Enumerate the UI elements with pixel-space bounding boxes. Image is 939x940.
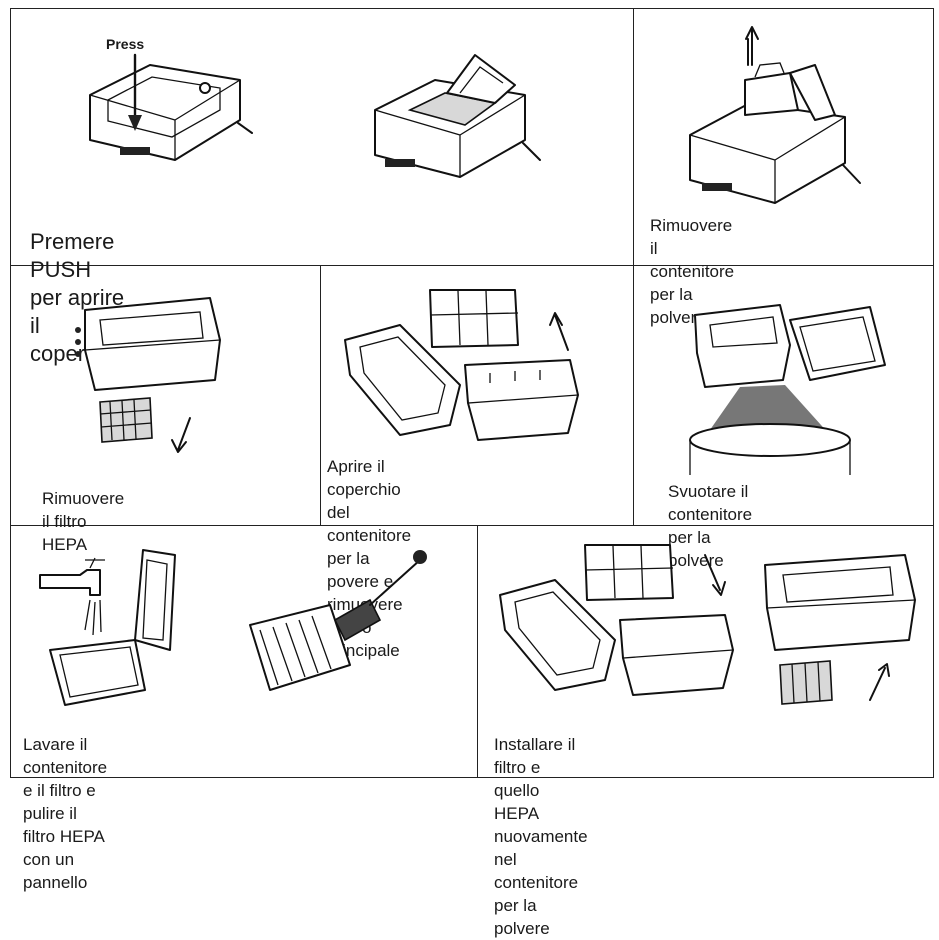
cleaning-brush-icon: [249, 550, 427, 691]
dust-bin-emptying-icon: [689, 304, 886, 475]
caption-install: Installare il filtro e quello HEPA nuova…: [494, 735, 588, 938]
col-divider-bottom: [477, 525, 478, 778]
caption-remove-hepa: Rimuovere il filtro HEPA: [42, 489, 125, 554]
instruction-sheet: [10, 8, 934, 778]
dust-bin-reinstall-icon: [499, 544, 916, 705]
caption-open-lid: Premere PUSH per aprire il coperchio: [30, 229, 125, 366]
caption-remove-bin: Rimuovere il contenitore per la polvere: [650, 216, 735, 327]
caption-empty-bin: Svuotare il contenitore per la polvere: [668, 482, 753, 570]
dust-bin-open-filter-icon: [344, 289, 579, 441]
dust-bin-hepa-removal-icon: [75, 297, 221, 453]
row-divider-2: [10, 525, 934, 526]
row-divider-1: [10, 265, 934, 266]
press-label: Press: [106, 36, 145, 52]
caption-wash: Lavare il contenitore e il filtro e puli…: [23, 735, 108, 892]
robot-vacuum-bin-removal-icon: [689, 26, 861, 204]
water-tap-icon: [39, 549, 176, 706]
robot-vacuum-closed-icon: [89, 53, 253, 161]
col-divider-mid-1: [320, 265, 321, 525]
col-divider-mid-2: [633, 265, 634, 525]
robot-vacuum-open-lid-icon: [374, 54, 541, 178]
col-divider-top: [633, 8, 634, 265]
